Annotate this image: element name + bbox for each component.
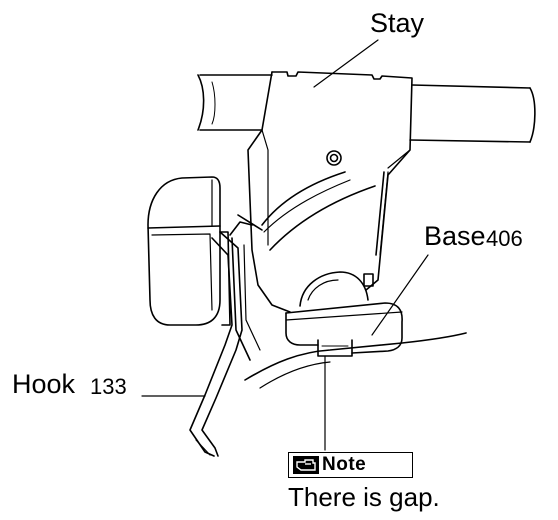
rail-bar: [197, 74, 536, 143]
clip-block: [147, 176, 231, 326]
base-part: [285, 271, 403, 357]
gap-caption: There is gap.: [288, 482, 440, 512]
pointing-hand-icon: [293, 456, 319, 474]
stay-leader: [313, 39, 379, 88]
hook-label: Hook: [12, 369, 76, 399]
hook-part: [189, 231, 243, 457]
leader-lines: [141, 39, 429, 451]
stay-label: Stay: [370, 8, 425, 38]
side-plate: [229, 214, 263, 361]
lower-frame: [244, 332, 467, 389]
stay-bracket: [247, 71, 413, 313]
base-part-number: 406: [486, 226, 523, 251]
base-label: Base: [424, 221, 486, 251]
note-badge: Note: [288, 452, 413, 478]
hook-part-number: 133: [90, 374, 127, 399]
note-label: Note: [322, 454, 367, 475]
base-leader: [371, 254, 429, 336]
